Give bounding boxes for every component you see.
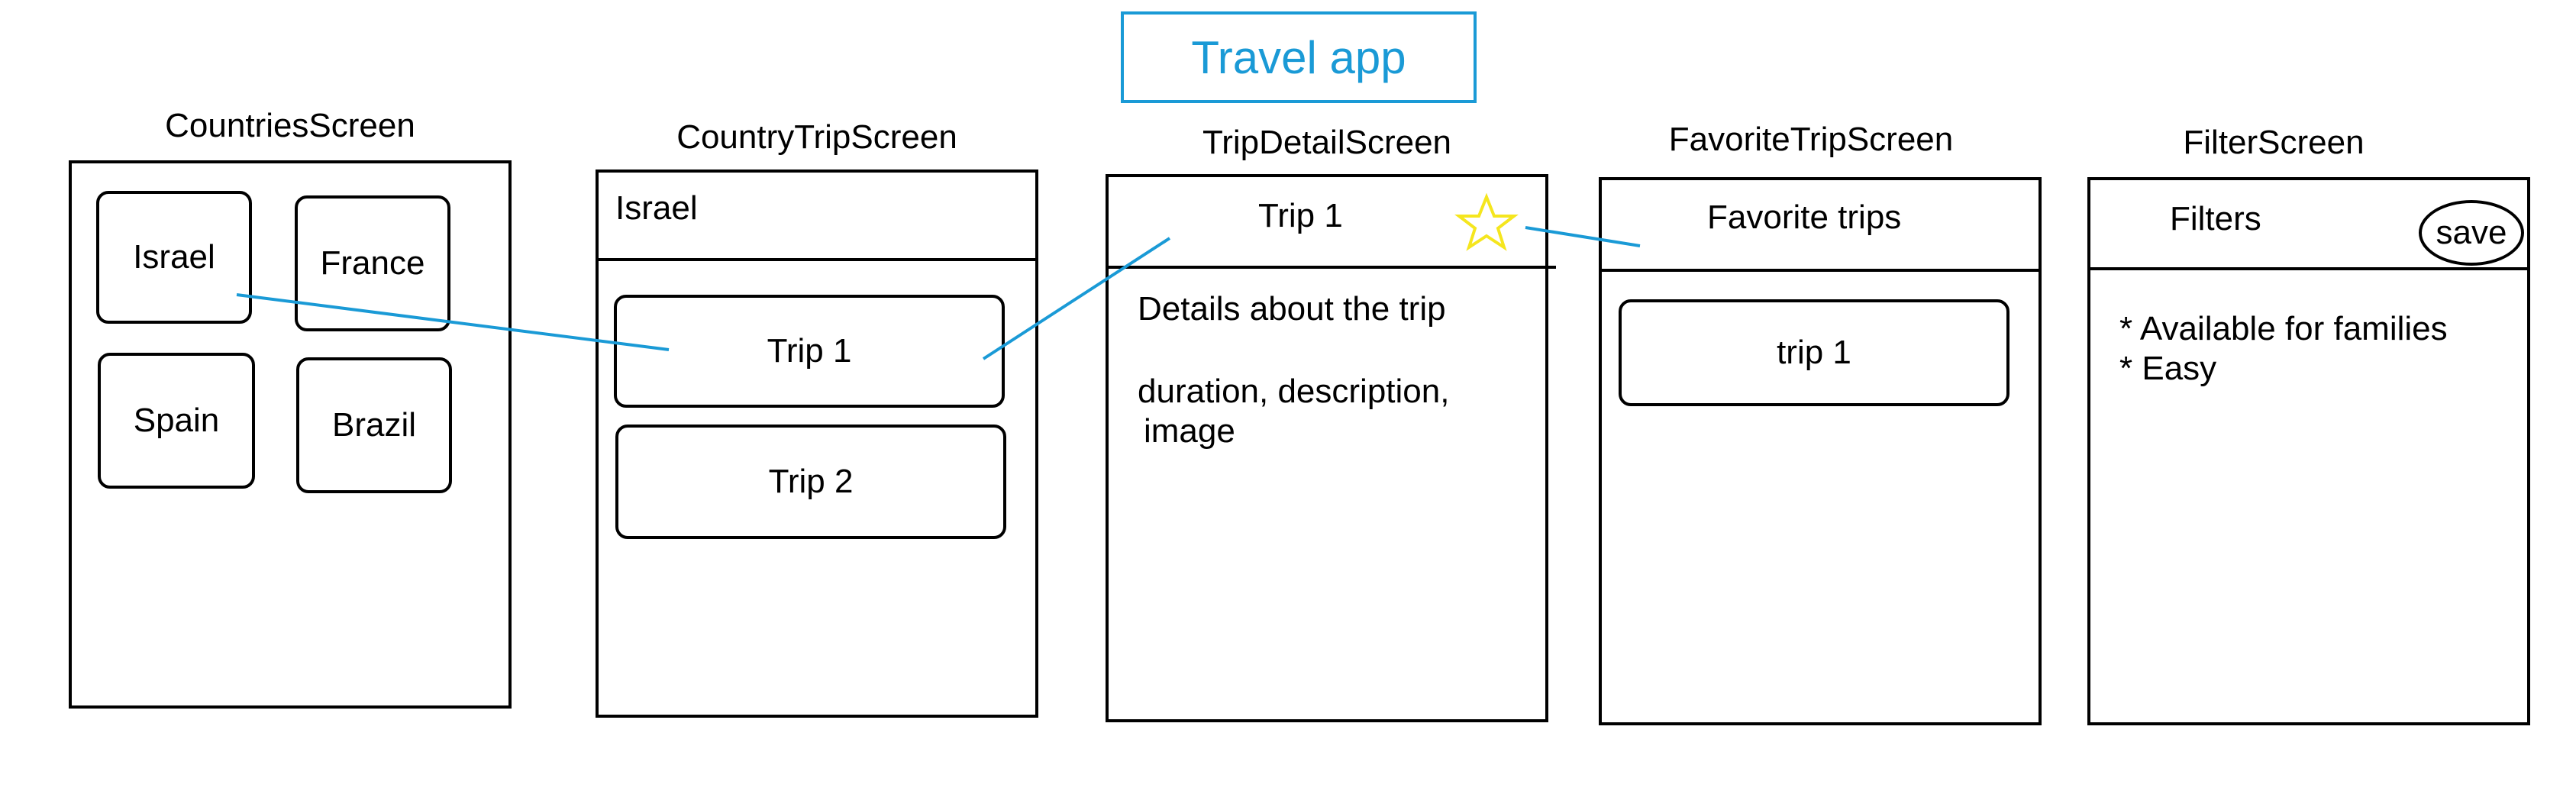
trip-detail-header: Trip 1 [1258,197,1343,234]
trip-detail-fields: duration, description, [1138,373,1450,410]
country-item-spain[interactable]: Spain [98,353,255,489]
filter-header: Filters [2170,200,2261,237]
filter-option-families: * Available for families [2119,310,2448,347]
country-trip-header: Israel [615,189,698,227]
country-item-france[interactable]: France [295,195,450,331]
filter-screen-frame [2087,177,2530,725]
country-trip-screen-frame [596,170,1038,718]
app-title: Travel app [1121,11,1477,103]
country-item-israel[interactable]: Israel [96,191,252,324]
save-button[interactable]: save [2419,200,2524,266]
trip-detail-image: image [1144,412,1235,450]
favorite-header-divider [1599,269,2042,272]
favorite-header: Favorite trips [1707,199,1902,236]
filter-option-easy: * Easy [2119,350,2217,387]
trip-detail-details: Details about the trip [1138,290,1446,328]
screen-label-countries: CountriesScreen [165,107,415,144]
trip-item-1[interactable]: Trip 1 [614,295,1005,408]
trip-item-2[interactable]: Trip 2 [615,425,1006,539]
countries-screen-frame [69,160,512,709]
favorite-trip-item-1[interactable]: trip 1 [1619,299,2009,406]
screen-label-favorite: FavoriteTripScreen [1668,121,1954,158]
filter-header-divider [2087,267,2530,270]
screen-label-trip-detail: TripDetailScreen [1202,124,1452,161]
trip-detail-screen-frame [1106,174,1548,722]
country-trip-header-divider [596,258,1038,261]
favorite-screen-frame [1599,177,2042,725]
screen-label-filter: FilterScreen [2183,124,2365,161]
trip-detail-header-divider [1106,266,1556,269]
screen-label-country-trip: CountryTripScreen [676,118,957,156]
country-item-brazil[interactable]: Brazil [296,357,452,493]
